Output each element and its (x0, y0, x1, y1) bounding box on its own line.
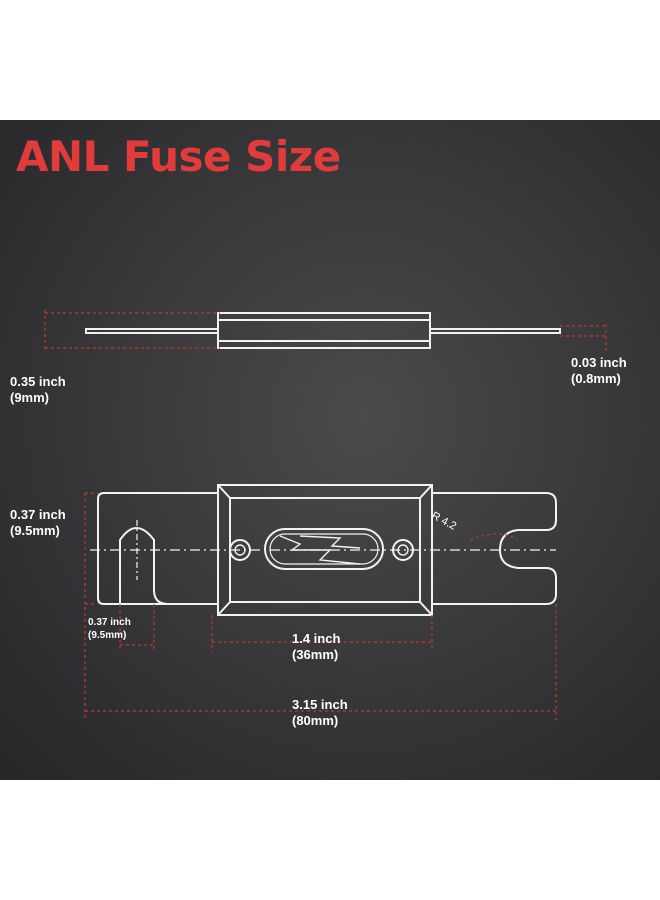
dim-mm: (9mm) (10, 390, 50, 405)
side-view (85, 312, 561, 349)
diagram-panel: ANL Fuse Size (0, 120, 660, 780)
side-right-blade (429, 328, 561, 334)
dim-inch: 0.03 inch (571, 355, 627, 370)
dim-inch: 0.37 inch (88, 617, 131, 628)
side-dimensions (44, 310, 608, 354)
top-dimensions (84, 492, 557, 720)
dim-inch: 1.4 inch (292, 631, 341, 646)
dim-mm: (80mm) (292, 713, 339, 728)
diagram-title: ANL Fuse Size (16, 132, 341, 181)
slot-width-label: 0.37 inch (9.5mm) (88, 616, 131, 642)
body-width-label: 1.4 inch (36mm) (292, 631, 340, 663)
dim-inch: 3.15 inch (292, 697, 348, 712)
side-thickness-label: 0.35 inch (9mm) (10, 374, 66, 406)
left-terminal (97, 492, 218, 605)
dim-mm: (0.8mm) (571, 371, 621, 386)
top-view (97, 484, 557, 616)
fuse-window (264, 528, 384, 570)
side-body (217, 312, 431, 349)
height-label: 0.37 inch (9.5mm) (10, 507, 66, 539)
right-terminal (432, 492, 557, 605)
blade-thickness-label: 0.03 inch (0.8mm) (571, 355, 627, 387)
side-left-blade (85, 328, 219, 334)
dim-inch: 0.37 inch (10, 507, 66, 522)
total-length-label: 3.15 inch (80mm) (292, 697, 348, 729)
fuse-drawing (44, 310, 608, 720)
dim-mm: (36mm) (292, 647, 339, 662)
dim-mm: (9.5mm) (88, 630, 127, 641)
dim-mm: (9.5mm) (10, 523, 60, 538)
dim-inch: 0.35 inch (10, 374, 66, 389)
